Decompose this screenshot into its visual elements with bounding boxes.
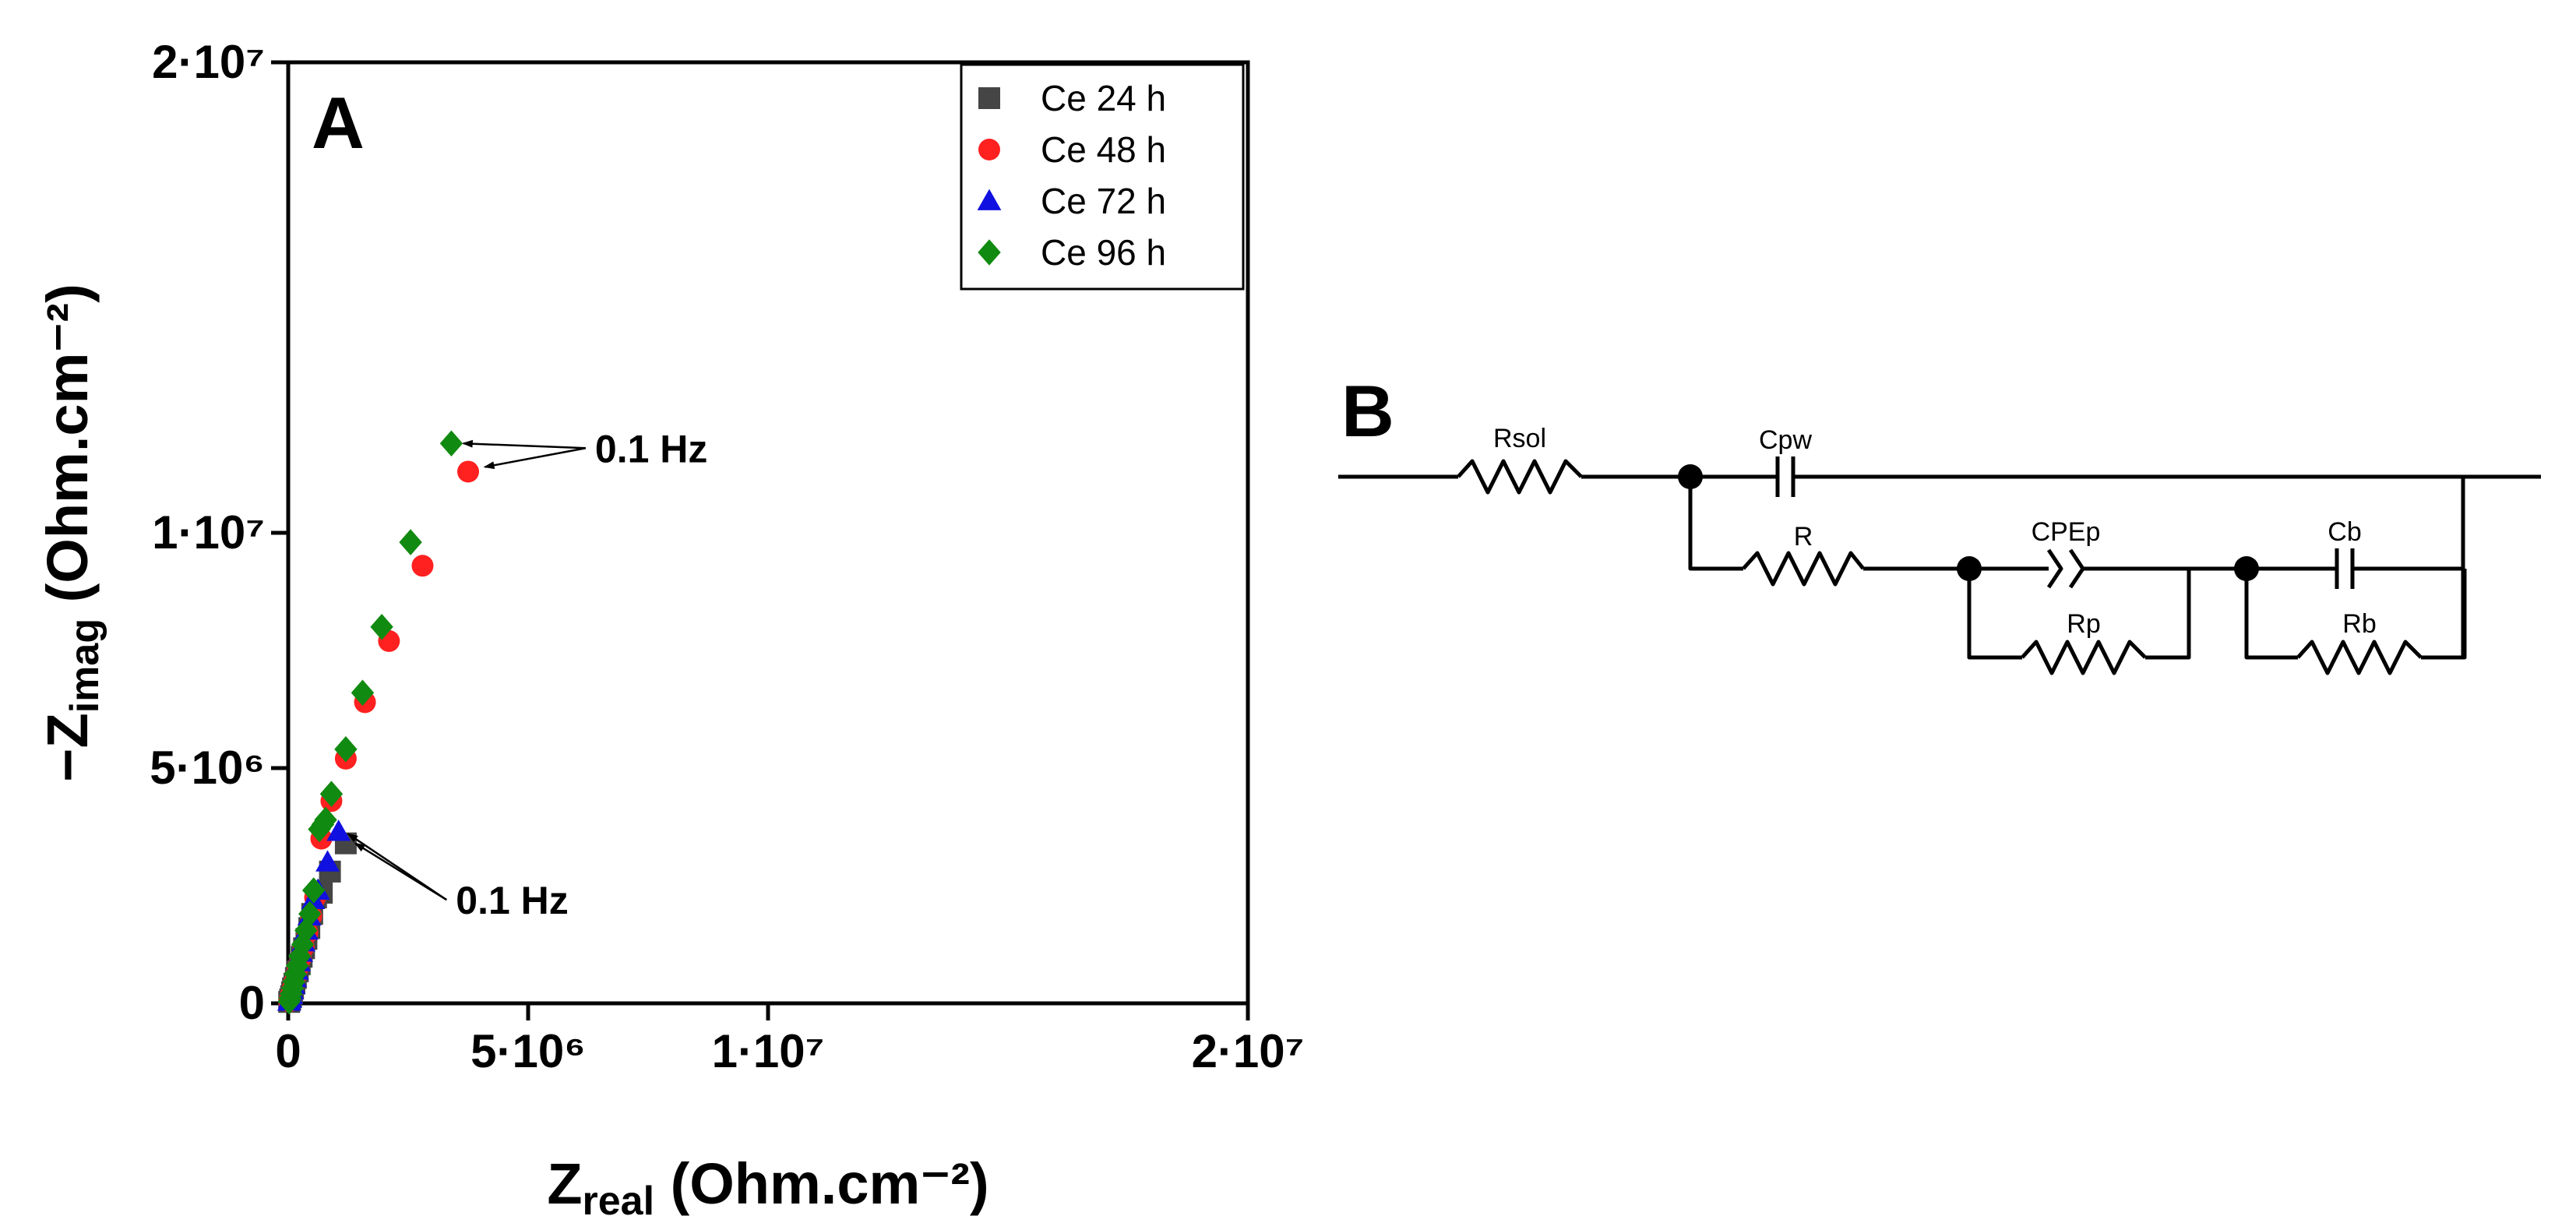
node-2 [1957, 556, 1982, 581]
capacitor-cpw [1775, 456, 1795, 497]
data-point [298, 901, 322, 928]
node-1 [1678, 464, 1703, 489]
legend-label: Ce 24 h [1041, 78, 1166, 118]
label-rb: Rb [2342, 609, 2376, 639]
label-cb: Cb [2328, 517, 2361, 547]
data-point [334, 736, 358, 763]
x-tick-label: 2·10⁷ [1192, 1025, 1305, 1077]
label-cpw: Cpw [1759, 425, 1812, 455]
data-point [326, 819, 351, 841]
y-tick-label: 2·10⁷ [152, 36, 265, 88]
legend-box [960, 63, 1245, 291]
x-axis-title: Zreal (Ohm.cm⁻²) [547, 1151, 988, 1223]
annotation-arrow [483, 447, 587, 470]
y-axis-title: −Zimag (Ohm.cm⁻²) [35, 284, 107, 781]
resistor-rsol [1457, 459, 1583, 495]
x-tick-label: 0 [275, 1025, 301, 1077]
resistor-rp [2021, 640, 2147, 675]
legend-marker [978, 87, 1000, 109]
data-point [370, 614, 393, 640]
panel-label-a: A [312, 82, 365, 164]
series-layer [277, 430, 479, 1015]
y-tick-label: 1·10⁷ [152, 506, 265, 559]
x-tick-label: 1·10⁷ [712, 1025, 825, 1077]
label-r: R [1794, 522, 1813, 552]
label-cpep: CPEp [2032, 517, 2101, 547]
annotation-arrow [461, 439, 586, 449]
data-point [439, 430, 463, 457]
panel-label-b: B [1341, 370, 1394, 452]
wire-return [2461, 477, 2465, 660]
legend-label: Ce 48 h [1041, 129, 1166, 170]
legend: Ce 24 h Ce 48 h Ce 72 h Ce 96 h [960, 63, 1245, 291]
wire-rp-loop [1967, 569, 2191, 660]
data-point [457, 460, 479, 483]
resistor-rb [2296, 640, 2423, 675]
capacitor-cb [2335, 548, 2355, 589]
nyquist-plot-panel: 0 5·10⁶ 1·10⁷ 2·10⁷ 0 5·10⁶ 1·10⁷ 2·10⁷ 0.1 Hz… [35, 36, 1304, 1223]
label-rp: Rp [2067, 609, 2100, 639]
label-rsol: Rsol [1493, 424, 1546, 453]
resistor-r [1742, 551, 1865, 587]
legend-label: Ce 72 h [1041, 181, 1166, 221]
wire-lower-branch [1688, 477, 1743, 571]
data-point [399, 529, 422, 555]
x-tick-label: 5·10⁶ [470, 1025, 586, 1077]
data-point [411, 555, 434, 577]
legend-marker [977, 189, 1002, 210]
cpe-cpep [2046, 548, 2085, 589]
series-diamond [277, 430, 463, 1015]
equivalent-circuit-panel: B Rsol Cpw R CPEp Rp [1338, 370, 2541, 675]
legend-marker [978, 239, 1001, 266]
y-tick-label: 0 [239, 977, 265, 1029]
annotation-label: 0.1 Hz [595, 427, 708, 471]
y-axis-ticks: 0 5·10⁶ 1·10⁷ 2·10⁷ [150, 36, 288, 1029]
node-3 [2234, 556, 2259, 581]
data-point [315, 850, 340, 872]
data-point [301, 877, 326, 904]
legend-marker [978, 139, 1000, 160]
annotation-layer: 0.1 Hz 0.1 Hz [347, 427, 708, 922]
annotation-label: 0.1 Hz [456, 879, 569, 922]
legend-label: Ce 96 h [1041, 232, 1166, 273]
data-point [351, 679, 375, 707]
annotation-arrow [354, 842, 447, 901]
y-tick-label: 5·10⁶ [150, 742, 265, 794]
data-point [314, 806, 337, 834]
data-point [319, 781, 344, 808]
x-axis-ticks: 0 5·10⁶ 1·10⁷ 2·10⁷ [275, 1003, 1304, 1077]
